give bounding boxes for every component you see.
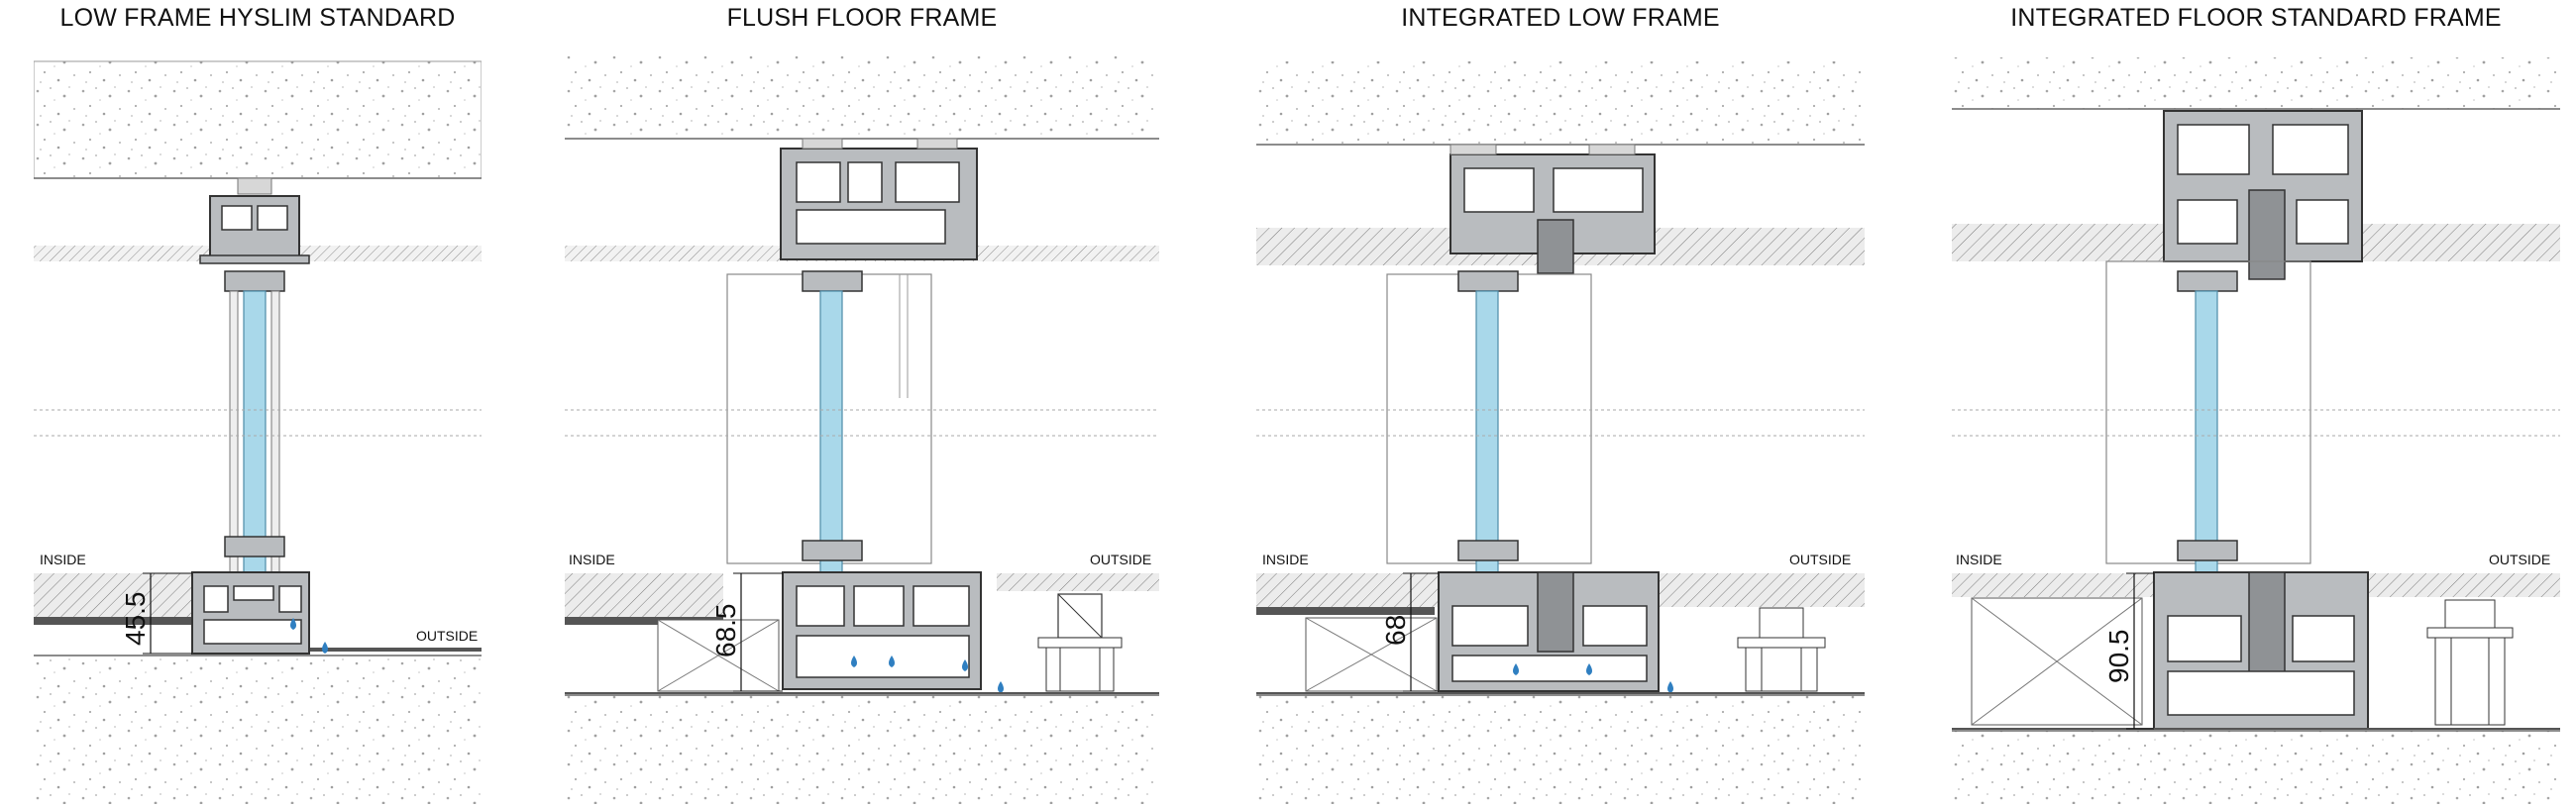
water-drop-icon xyxy=(1513,663,1519,675)
water-drop-icon xyxy=(1667,681,1673,693)
sill-profile xyxy=(191,571,310,655)
section-drawing: 45.5 INSIDE OUTSIDE xyxy=(34,60,482,804)
floor-hatch xyxy=(34,573,194,617)
panel-flush-floor-frame: FLUSH FLOOR FRAME xyxy=(565,0,1159,808)
panel-title: FLUSH FLOOR FRAME xyxy=(726,4,998,32)
outside-label: OUTSIDE xyxy=(2489,552,2550,567)
height-dimension: 68 xyxy=(1380,615,1411,646)
floor-slab xyxy=(1952,731,2560,804)
water-drop-icon xyxy=(290,618,296,630)
floor-hatch xyxy=(565,573,723,617)
inside-label: INSIDE xyxy=(40,552,86,567)
panel-integrated-floor-standard: INTEGRATED FLOOR STANDARD FRAME xyxy=(1952,0,2560,808)
head-profile xyxy=(1449,144,1656,274)
panel-integrated-low-frame: INTEGRATED LOW FRAME xyxy=(1256,0,1865,808)
glass-pane xyxy=(243,290,267,609)
pedestal-support xyxy=(2426,599,2514,726)
panel-title: LOW FRAME HYSLIM STANDARD xyxy=(59,4,456,32)
floor-slab xyxy=(565,695,1159,804)
sash-glass xyxy=(1457,270,1519,585)
ceiling-slab xyxy=(1256,61,1865,145)
water-drop-icon xyxy=(889,656,895,667)
sill-profile xyxy=(2153,571,2369,730)
water-drop-icon xyxy=(998,681,1004,693)
water-drop-icon xyxy=(851,656,857,667)
panel-low-frame-hyslim: LOW FRAME HYSLIM STANDARD xyxy=(34,0,482,808)
pedestal-support xyxy=(1737,607,1826,692)
water-drop-icon xyxy=(962,659,968,671)
height-dimension: 68.5 xyxy=(710,604,741,658)
height-dimension: 90.5 xyxy=(2103,630,2134,684)
panel-title: INTEGRATED FLOOR STANDARD FRAME xyxy=(2010,4,2502,32)
water-drop-icon xyxy=(1586,663,1592,675)
head-profile xyxy=(2163,110,2363,280)
section-drawing: 68 INSIDE OUTSIDE xyxy=(1256,61,1865,804)
pedestal-support xyxy=(1037,593,1123,692)
sill-profile xyxy=(782,571,982,690)
head-profile xyxy=(780,138,978,260)
outside-label: OUTSIDE xyxy=(416,628,478,644)
section-drawing: 68.5 INSIDE OUTSIDE xyxy=(565,55,1159,804)
inside-label: INSIDE xyxy=(569,552,615,567)
head-profile xyxy=(199,177,310,264)
panel-title: INTEGRATED LOW FRAME xyxy=(1401,4,1720,32)
floor-slab xyxy=(34,656,482,804)
sash-glass xyxy=(2177,270,2238,585)
ceiling-slab xyxy=(34,60,482,179)
sash-glass xyxy=(802,270,909,585)
water-drop-icon xyxy=(322,642,328,654)
outside-label: OUTSIDE xyxy=(1090,552,1151,567)
ceiling-slab xyxy=(1952,57,2560,109)
sash-glass xyxy=(224,270,285,609)
sill-profile xyxy=(1438,571,1660,692)
floor-slab xyxy=(1256,695,1865,804)
section-drawing: 90.5 INSIDE OUTSIDE xyxy=(1952,57,2560,804)
outside-label: OUTSIDE xyxy=(1789,552,1851,567)
ceiling-slab xyxy=(565,55,1159,139)
height-dimension: 45.5 xyxy=(120,592,151,647)
inside-label: INSIDE xyxy=(1956,552,2002,567)
inside-label: INSIDE xyxy=(1262,552,1309,567)
